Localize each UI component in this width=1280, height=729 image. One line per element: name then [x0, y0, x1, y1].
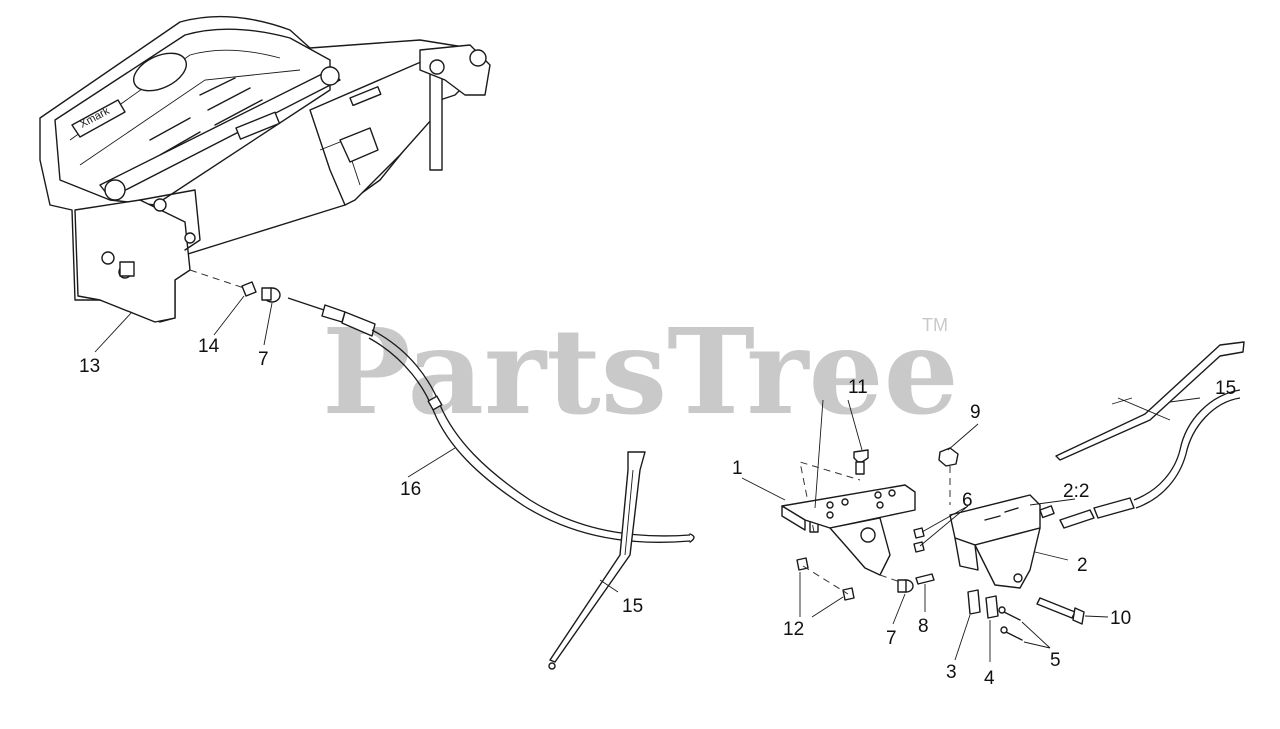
- trademark-symbol: TM: [922, 315, 948, 335]
- callout-3: 3: [946, 662, 957, 683]
- part-5-screws: [998, 606, 1023, 641]
- callout-13: 13: [79, 356, 100, 377]
- callout-4: 4: [984, 668, 995, 689]
- callout-15-left: 15: [622, 596, 643, 617]
- clips-dashline: [802, 565, 849, 595]
- partstree-watermark: PartsTree: [322, 302, 959, 441]
- callout-9: 9: [970, 402, 981, 423]
- callout-14: 14: [198, 336, 220, 357]
- joint-dashline: [879, 574, 901, 583]
- part-12-clip-b: [842, 587, 855, 601]
- part-2-control-housing: [949, 494, 1055, 589]
- part-10-bolt: [1036, 597, 1085, 625]
- callout-7-left: 7: [258, 349, 269, 370]
- part-7-ball-joint-left: [261, 287, 281, 303]
- callout-5: 5: [1050, 650, 1061, 671]
- part-1-bracket: [781, 484, 916, 576]
- assembly-dashline: [189, 269, 251, 291]
- callout-12: 12: [783, 619, 804, 640]
- callout-7-right: 7: [886, 628, 897, 649]
- part-8-clip: [915, 573, 935, 585]
- screws-dashline: [799, 461, 861, 533]
- callout-2-2: 2:2: [1063, 481, 1089, 502]
- part-15-cable-right: [1055, 341, 1245, 529]
- callout-6: 6: [962, 490, 973, 511]
- part-6-washer-a: [913, 527, 925, 539]
- callout-16: 16: [400, 479, 421, 500]
- callout-1: 1: [732, 458, 743, 479]
- callout-15-right: 15: [1215, 378, 1236, 399]
- callout-10: 10: [1110, 608, 1131, 629]
- engine-assembly: Xmark: [39, 15, 491, 323]
- part-16-throttle-cable: [287, 297, 695, 543]
- callout-2: 2: [1077, 555, 1088, 576]
- callout-8: 8: [918, 616, 929, 637]
- part-14-clip: [241, 281, 257, 297]
- part-3-plate: [967, 589, 981, 615]
- part-15-cable-tie-left: [548, 451, 646, 670]
- part-9-nut: [938, 447, 959, 467]
- leader-lines: [94, 295, 1201, 662]
- part-7-ball-joint-right: [897, 579, 914, 593]
- part-4-bracket: [985, 595, 999, 619]
- callout-11: 11: [848, 377, 868, 398]
